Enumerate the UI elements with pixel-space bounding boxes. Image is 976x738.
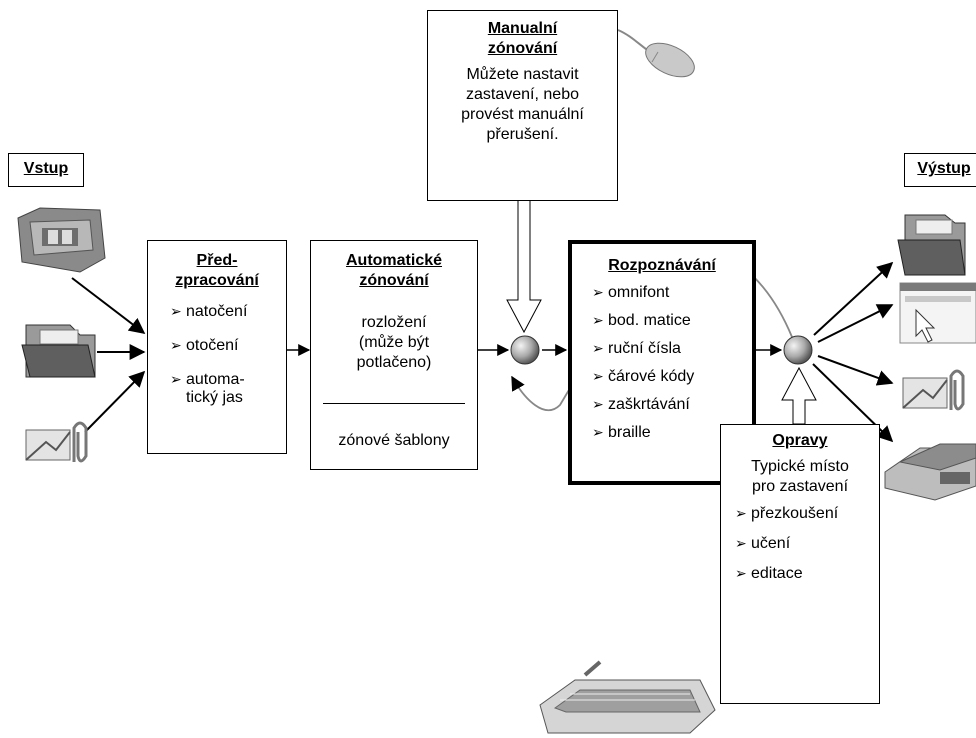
- arrow-mail-to-preprocess: [84, 370, 146, 433]
- recognize-item: ➢bod. matice: [592, 312, 752, 330]
- mail-attachment-icon: [25, 421, 88, 463]
- fixes-item-label: přezkoušení: [751, 505, 839, 522]
- fixes-title: Opravy: [772, 432, 828, 449]
- junction-node-1: [510, 335, 540, 365]
- bullet-icon: ➢: [735, 535, 747, 551]
- bullet-icon: ➢: [592, 368, 604, 384]
- recognize-item: ➢omnifont: [592, 284, 752, 302]
- auto-zoning-box: Automatické zónování rozložení (může být…: [310, 240, 478, 470]
- recognize-item: ➢čárové kódy: [592, 368, 752, 386]
- input-title: Vstup: [23, 160, 69, 177]
- arrow-out-folder: [813, 261, 894, 336]
- keyboard-icon: [539, 660, 716, 734]
- preprocess-item-label: automa- tický jas: [186, 371, 245, 406]
- recognize-item-label: omnifont: [608, 284, 670, 301]
- printer-icon: [884, 443, 976, 501]
- folder-icon: [21, 324, 96, 378]
- autozone-text-1: rozložení: [361, 314, 427, 331]
- fixes-item-label: učení: [751, 535, 791, 552]
- bullet-icon: ➢: [170, 371, 182, 387]
- recognize-title: Rozpoznávání: [608, 257, 716, 274]
- bullet-icon: ➢: [592, 284, 604, 300]
- fixes-text-2: pro zastavení: [751, 478, 849, 495]
- folder-output-icon: [897, 214, 966, 276]
- autozone-text-3: potlačeno): [356, 354, 432, 371]
- manual-title-1: Manualní: [487, 20, 558, 37]
- manual-text-1: Můžete nastavit: [466, 66, 579, 83]
- bullet-icon: ➢: [592, 396, 604, 412]
- bullet-icon: ➢: [735, 565, 747, 581]
- corrections-box: Opravy Typické místo pro zastavení ➢přez…: [720, 424, 880, 704]
- mail-output-icon: [902, 369, 965, 411]
- output-title: Výstup: [917, 160, 971, 177]
- bullet-icon: ➢: [592, 312, 604, 328]
- fixes-item: ➢učení: [735, 535, 879, 553]
- preprocess-item: ➢otočení: [170, 337, 286, 355]
- arrow-out-window: [817, 304, 894, 343]
- autozone-text-2: (může být: [358, 334, 430, 351]
- preprocess-item-label: natočení: [186, 303, 248, 320]
- fixes-text-1: Typické místo: [751, 458, 849, 475]
- fixes-item: ➢editace: [735, 565, 879, 583]
- bullet-icon: ➢: [592, 340, 604, 356]
- recognize-item-label: zaškrtávání: [608, 396, 690, 413]
- preprocessing-box: Před- zpracování ➢natočení ➢otočení ➢aut…: [147, 240, 287, 454]
- preprocess-item-label: otočení: [186, 337, 239, 354]
- autozone-divider: [323, 403, 465, 404]
- output-label-box: Výstup: [904, 153, 976, 187]
- autozone-footer: zónové šablony: [338, 432, 450, 449]
- recognize-item: ➢braille: [592, 424, 752, 442]
- autozone-title-1: Automatické: [345, 252, 443, 269]
- arrow-out-mail: [817, 355, 894, 386]
- input-label-box: Vstup: [8, 153, 84, 187]
- arrow-manual-to-node1: [506, 199, 542, 334]
- recognize-item-label: bod. matice: [608, 312, 691, 329]
- manual-title-2: zónování: [487, 40, 558, 57]
- recognize-item-label: braille: [608, 424, 651, 441]
- preprocess-item: ➢natočení: [170, 303, 286, 321]
- scanner-icon: [17, 207, 106, 273]
- mouse-icon: [617, 29, 695, 78]
- bullet-icon: ➢: [592, 424, 604, 440]
- window-cursor-icon: [899, 282, 976, 344]
- recognize-item-label: čárové kódy: [608, 368, 695, 385]
- bullet-icon: ➢: [170, 303, 182, 319]
- arrow-scanner-to-preprocess: [71, 277, 146, 334]
- bullet-icon: ➢: [735, 505, 747, 521]
- manual-text-2: zastavení, nebo: [466, 86, 579, 103]
- preprocess-title-2: zpracování: [175, 272, 259, 289]
- preprocess-title-1: Před-: [196, 252, 238, 269]
- arrow-fixes-to-node2: [781, 366, 817, 425]
- preprocess-item: ➢automa- tický jas: [170, 371, 286, 407]
- bullet-icon: ➢: [170, 337, 182, 353]
- recognize-item-label: ruční čísla: [608, 340, 681, 357]
- junction-node-2: [783, 335, 813, 365]
- fixes-item-label: editace: [751, 565, 803, 582]
- autozone-title-2: zónování: [359, 272, 429, 289]
- fixes-item: ➢přezkoušení: [735, 505, 879, 523]
- manual-text-4: přerušení.: [486, 126, 559, 143]
- recognize-item: ➢zaškrtávání: [592, 396, 752, 414]
- manual-zoning-box: Manualní zónování Můžete nastavit zastav…: [427, 10, 618, 201]
- recognize-item: ➢ruční čísla: [592, 340, 752, 358]
- manual-text-3: provést manuální: [461, 106, 584, 123]
